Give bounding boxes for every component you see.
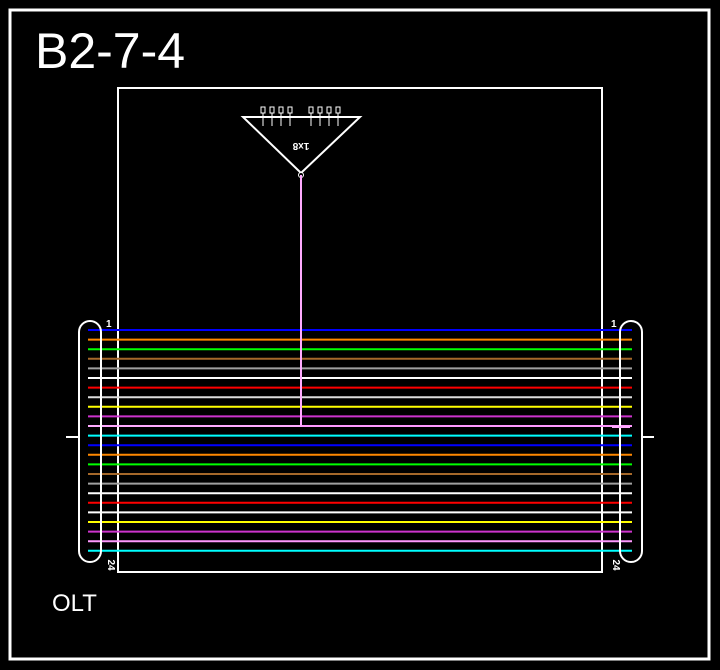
splitter-port-3[interactable] [278, 106, 284, 114]
fiber-bundle [88, 329, 632, 552]
olt-label: OLT [52, 590, 97, 617]
splitter-label: 1x8 [292, 140, 309, 151]
splitter-port-8[interactable] [335, 106, 341, 114]
left-port-end: 24 [105, 559, 116, 571]
splitter-port-6[interactable] [317, 106, 323, 114]
splitter-triangle [240, 116, 363, 175]
splitter-port-5[interactable] [308, 106, 314, 114]
splitter-port-2[interactable] [269, 106, 275, 114]
splitter-port-1[interactable] [260, 106, 266, 114]
right-port-start: 1 [611, 319, 617, 330]
splitter-ports [260, 106, 341, 126]
left-port-start: 1 [106, 319, 112, 330]
splitter[interactable]: 1x8 [240, 106, 363, 178]
outer-frame [8, 8, 711, 661]
diagram-title: B2-7-4 [35, 23, 185, 79]
left-cable-end[interactable] [78, 320, 102, 563]
splitter-port-7[interactable] [326, 106, 332, 114]
right-cable-end[interactable] [619, 320, 643, 563]
right-port-end: 24 [610, 559, 621, 571]
splitter-port-4[interactable] [287, 106, 293, 114]
drop-fiber[interactable] [88, 175, 302, 427]
